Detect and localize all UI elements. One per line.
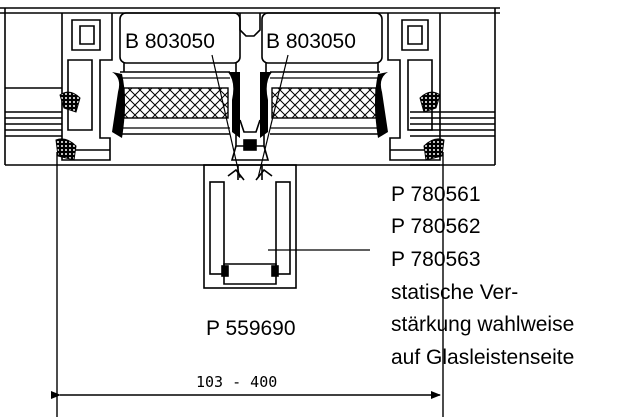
profile-label-1: P 780561 [391,183,481,206]
reinforcement-label: P 559690 [206,317,296,340]
dimension-label: 103 - 400 [196,373,278,391]
glass-bead-left-box [119,12,241,72]
right-sash-profile [387,13,441,161]
left-sash-profile [60,13,113,161]
leader-lines [211,54,370,251]
reinforcement-profile [203,164,297,289]
note-line-3: auf Glasleistenseite [391,346,575,369]
glass-bead-right-label: B 803050 [266,30,356,53]
dimension-line [51,152,444,417]
seals [55,72,445,161]
note-line-2: stärkung wahlweise [391,313,575,336]
glass-bead-right-box [261,12,383,72]
profile-label-3: P 780563 [391,248,481,271]
glazing-panels [120,71,380,135]
profile-label-2: P 780562 [391,215,481,238]
note-line-1: statische Ver- [391,281,519,304]
glass-bead-left-label: B 803050 [125,30,215,53]
